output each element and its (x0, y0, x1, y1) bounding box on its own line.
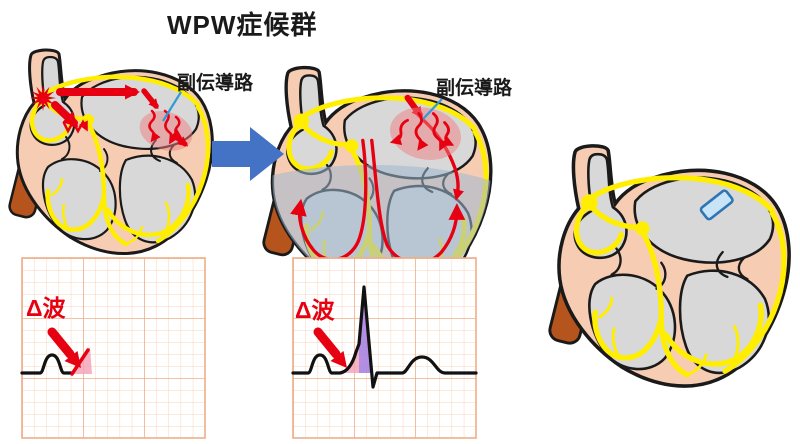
pointer-line (422, 98, 443, 120)
page-title: WPW症候群 (167, 10, 318, 40)
ablation-clip-icon (699, 189, 734, 221)
sa-node-starburst-icon (30, 85, 56, 111)
ecg-panel-delta (20, 257, 206, 439)
delta-shade (340, 344, 359, 373)
reentry-loop-left (290, 138, 368, 262)
transition-arrow-icon (212, 127, 284, 181)
preexcitation-zigzags (148, 109, 183, 145)
accessory-pathway-label-middle: 副伝導路 (436, 78, 513, 99)
av-conduction-arrow (51, 101, 79, 128)
heart-after-ablation (548, 146, 789, 386)
spread-arrow (173, 134, 189, 147)
ecg-trace (20, 353, 73, 375)
delta-wave-label-right: Δ波 (295, 297, 335, 323)
accessory-pathway-label-left: 副伝導路 (177, 73, 254, 94)
heart-wpw-sinus (8, 50, 213, 254)
av-delay-zigzag (62, 119, 88, 134)
preexcitation-zigzags (389, 112, 455, 152)
pointer-line (162, 91, 182, 122)
delta-wave-line (70, 348, 90, 376)
delta-wave-arrow-icon (313, 327, 347, 368)
accessory-pathway-line (141, 88, 159, 110)
ecg-trace (291, 285, 478, 389)
delta-wave-arrow-icon (47, 327, 81, 368)
ecg-panel-wpw-qrs (291, 257, 478, 439)
delta-wave-label-left: Δ波 (26, 295, 66, 321)
